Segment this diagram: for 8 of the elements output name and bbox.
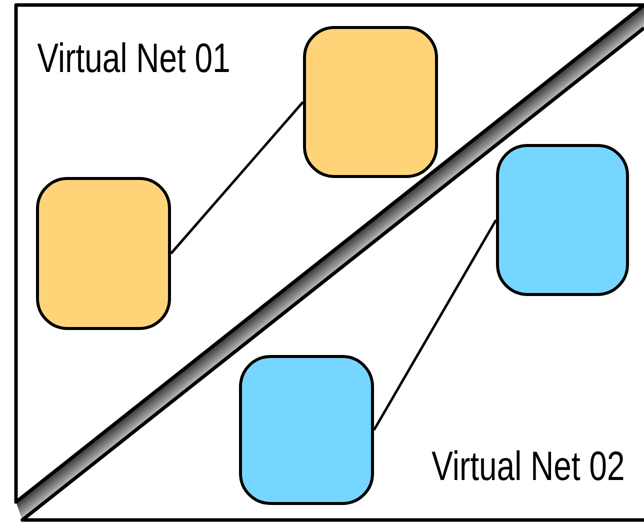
- rounded-box: [36, 177, 171, 330]
- rounded-box: [239, 355, 374, 505]
- zone-label: Virtual Net 01: [37, 42, 229, 72]
- rounded-box: [303, 26, 438, 178]
- connector-line: [170, 101, 304, 254]
- connector-line: [372, 219, 498, 431]
- rounded-box: [496, 144, 629, 296]
- zone-label: Virtual Net 02: [432, 450, 624, 480]
